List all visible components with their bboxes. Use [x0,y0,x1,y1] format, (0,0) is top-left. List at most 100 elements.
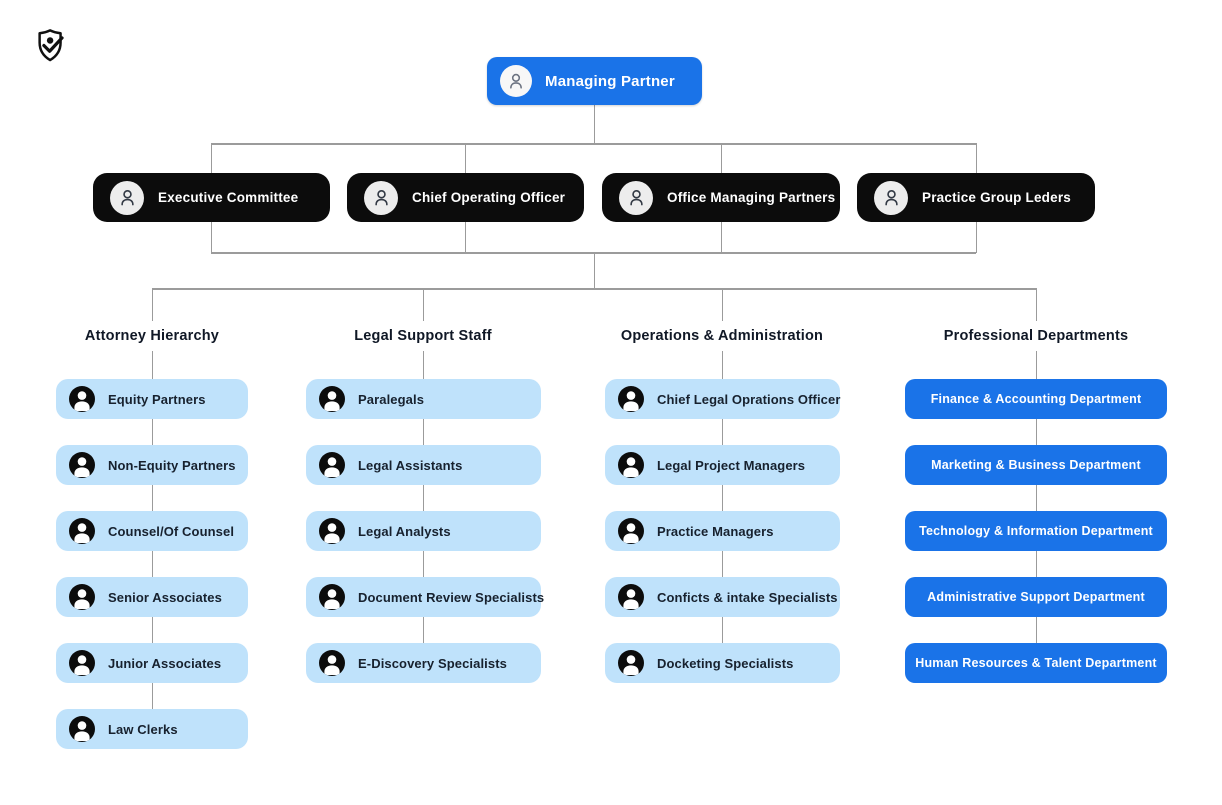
brand-logo [32,26,72,66]
node-legal-project-managers[interactable]: Legal Project Managers [605,445,840,485]
person-icon [364,180,398,215]
connector-line [720,143,722,173]
connector-line [975,222,977,253]
person-icon [110,180,144,215]
node-senior-associates[interactable]: Senior Associates [56,577,248,617]
node-non-equity-partners[interactable]: Non-Equity Partners [56,445,248,485]
connector-line [721,288,723,321]
node-equity-partners[interactable]: Equity Partners [56,379,248,419]
connector-line [151,419,153,445]
node-chief-legal-operations-officer[interactable]: Chief Legal Oprations Officer [605,379,840,419]
connector-line [593,252,595,289]
connector-line [720,222,722,253]
node-office-managing-partners[interactable]: Office Managing Partners [602,173,840,222]
connector-line [151,485,153,511]
person-icon [319,518,345,544]
node-label: Technology & Information Department [919,524,1153,538]
connector-line [151,288,153,321]
connector-line [422,551,424,577]
connector-line [422,485,424,511]
node-label: Human Resources & Talent Department [915,656,1157,670]
connector-line [721,551,723,577]
connector-line [210,143,212,173]
connector-line [422,288,424,321]
node-label: Senior Associates [108,589,222,605]
node-conflicts-intake-specialists[interactable]: Conficts & intake Specialists [605,577,840,617]
person-icon [874,180,908,215]
connector-line [975,143,977,173]
person-icon [319,650,345,676]
node-e-discovery-specialists[interactable]: E-Discovery Specialists [306,643,541,683]
connector-line [464,143,466,173]
column-header-professional-departments: Professional Departments [943,328,1129,344]
connector-line [211,143,976,145]
node-legal-assistants[interactable]: Legal Assistants [306,445,541,485]
connector-line [1035,485,1037,511]
connector-line [422,617,424,643]
node-label: Chief Operating Officer [412,190,566,205]
connector-line [151,551,153,577]
connector-line [1035,288,1037,321]
node-label: Law Clerks [108,721,178,737]
node-chief-operating-officer[interactable]: Chief Operating Officer [347,173,584,222]
node-label: Conficts & intake Specialists [657,589,838,605]
person-icon [319,452,345,478]
node-human-resources-talent-department[interactable]: Human Resources & Talent Department [905,643,1167,683]
connector-line [1035,551,1037,577]
node-docketing-specialists[interactable]: Docketing Specialists [605,643,840,683]
connector-line [1035,351,1037,379]
node-managing-partner[interactable]: Managing Partner [487,57,702,105]
node-executive-committee[interactable]: Executive Committee [93,173,330,222]
node-label: Paralegals [358,391,425,407]
connector-line [151,617,153,643]
node-marketing-business-department[interactable]: Marketing & Business Department [905,445,1167,485]
person-icon [618,452,644,478]
node-label: Finance & Accounting Department [930,392,1142,406]
node-label: Legal Assistants [358,457,463,473]
node-label: Legal Analysts [358,523,451,539]
node-legal-analysts[interactable]: Legal Analysts [306,511,541,551]
node-document-review-specialists[interactable]: Document Review Specialists [306,577,545,617]
node-finance-accounting-department[interactable]: Finance & Accounting Department [905,379,1167,419]
column-header-operations-administration: Operations & Administration [620,328,824,344]
node-label: Executive Committee [158,190,299,205]
connector-line [721,419,723,445]
connector-line [721,617,723,643]
person-icon [618,386,644,412]
person-icon [618,650,644,676]
connector-line [151,351,153,379]
person-icon [69,584,95,610]
connector-line [721,485,723,511]
node-junior-associates[interactable]: Junior Associates [56,643,248,683]
node-practice-managers[interactable]: Practice Managers [605,511,840,551]
node-label: Office Managing Partners [667,190,836,205]
person-icon [319,386,345,412]
person-icon [69,650,95,676]
person-icon [69,716,95,742]
node-administrative-support-department[interactable]: Administrative Support Department [905,577,1167,617]
node-label: Docketing Specialists [657,655,794,671]
node-label: Junior Associates [108,655,222,671]
node-label: Equity Partners [108,391,206,407]
connector-line [210,222,212,253]
shield-person-check-icon [38,29,64,62]
connector-line [151,683,153,709]
node-practice-group-leaders[interactable]: Practice Group Leders [857,173,1095,222]
node-technology-information-department[interactable]: Technology & Information Department [905,511,1167,551]
node-law-clerks[interactable]: Law Clerks [56,709,248,749]
node-counsel-of-counsel[interactable]: Counsel/Of Counsel [56,511,248,551]
person-icon [500,65,532,97]
connector-line [422,419,424,445]
person-icon [619,180,653,215]
connector-line [721,351,723,379]
node-label: Administrative Support Department [927,590,1145,604]
node-label: Managing Partner [545,72,675,90]
node-paralegals[interactable]: Paralegals [306,379,541,419]
person-icon [319,584,345,610]
node-label: Practice Managers [657,523,774,539]
node-label: Non-Equity Partners [108,457,236,473]
node-label: Chief Legal Oprations Officer [657,391,841,407]
node-label: Document Review Specialists [358,589,545,605]
node-label: Marketing & Business Department [931,458,1141,472]
